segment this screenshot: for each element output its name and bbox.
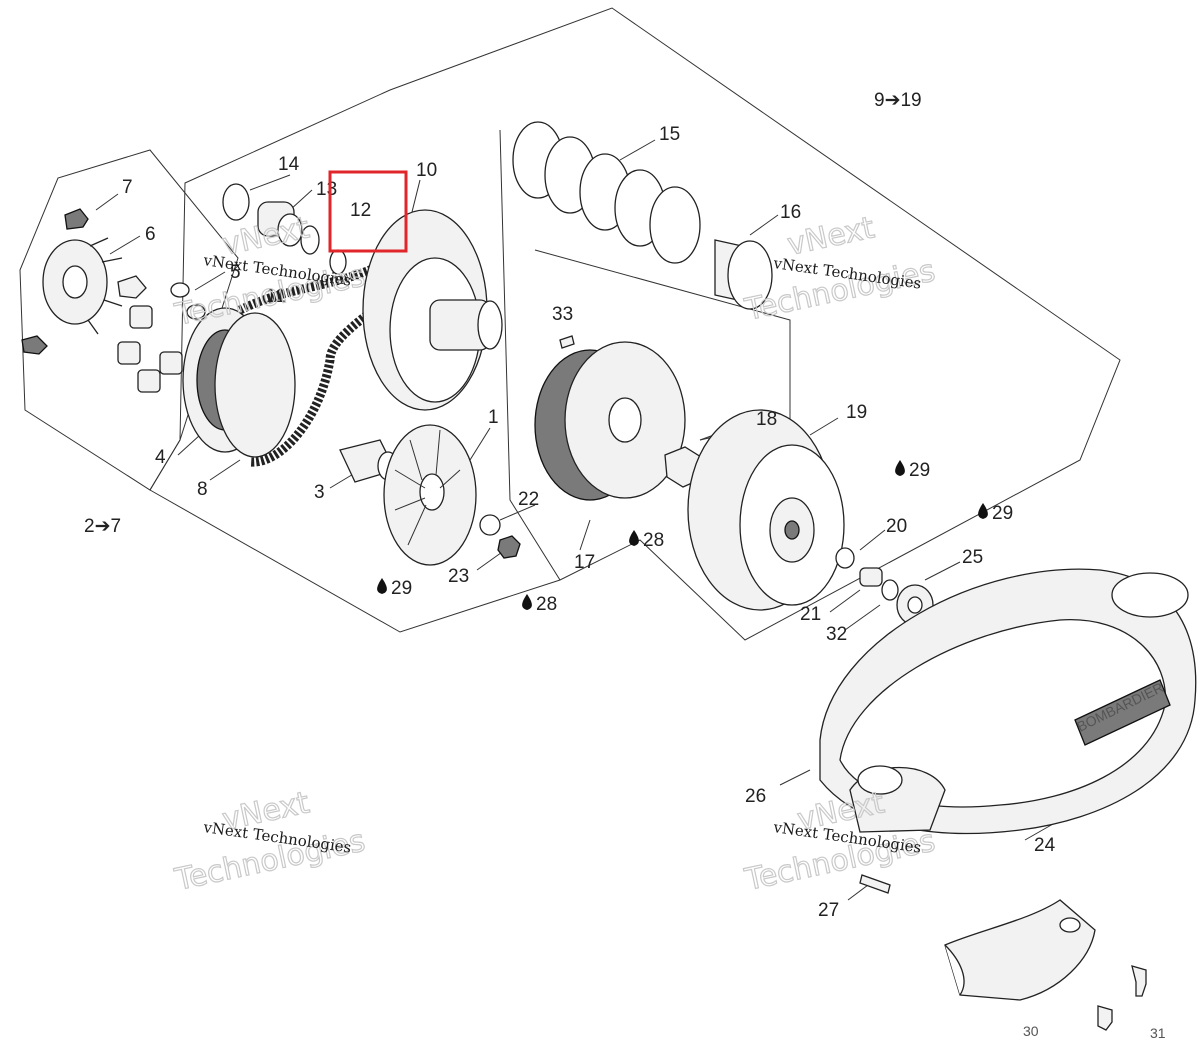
- oil-drop-icon: [522, 594, 532, 610]
- label-part-25: 25: [962, 547, 983, 568]
- label-part-7: 7: [122, 177, 133, 198]
- label-part-27: 27: [818, 900, 839, 921]
- label-part-5: 5: [230, 262, 241, 283]
- part-4-drive-pulley: [182, 307, 296, 458]
- part-5-guide: [117, 275, 147, 299]
- label-part-31: 31: [1150, 1025, 1166, 1041]
- part-13-bushing: [257, 201, 303, 247]
- part-21-bushing: [859, 567, 883, 587]
- part-20-washer: [835, 547, 855, 569]
- part-16-cup: [714, 239, 773, 310]
- label-lubricant-28: 28: [536, 594, 557, 615]
- label-lubricant-29: 29: [992, 503, 1013, 524]
- part-number-labels: 1 3 4 5 6 7 8 10 11 12 13 14 15 16 17 18…: [122, 124, 1166, 1041]
- part-33-shoe: [559, 335, 575, 349]
- label-lubricant-28: 28: [643, 530, 664, 551]
- part-10-driven-sheave: [362, 209, 503, 411]
- part-1-fan: [383, 424, 477, 566]
- label-part-33: 33: [552, 304, 573, 325]
- label-part-14: 14: [278, 154, 300, 175]
- lubricant-labels: 29 29 29 28 28: [391, 460, 1013, 615]
- part-31-bolt-a: [1131, 965, 1147, 997]
- part-11-seal: [300, 225, 320, 255]
- part-32-washer: [881, 579, 899, 601]
- label-part-3: 3: [314, 482, 325, 503]
- oil-drop-icon: [629, 530, 639, 546]
- part-17-clutch: [534, 341, 686, 501]
- label-part-4: 4: [155, 447, 166, 468]
- label-part-26: 26: [745, 786, 766, 807]
- part-rollers: [117, 282, 206, 393]
- part-24-cover: BOMBARDIER: [819, 568, 1197, 835]
- label-part-1: 1: [488, 407, 499, 428]
- part-31-bolt-b: [1097, 1005, 1113, 1031]
- part-27-bolt: [859, 874, 891, 894]
- label-part-20: 20: [886, 516, 907, 537]
- oil-drop-icon: [978, 503, 988, 519]
- part-6-ramp-plate: [42, 237, 123, 335]
- oil-drop-icons: [377, 460, 988, 610]
- label-part-22: 22: [518, 489, 539, 510]
- group-outline-9-19: [149, 7, 1121, 641]
- label-part-24: 24: [1034, 835, 1056, 856]
- label-lubricant-29: 29: [909, 460, 930, 481]
- label-part-6: 6: [145, 224, 156, 245]
- label-lubricant-29: 29: [391, 578, 412, 599]
- part-14-ring: [222, 183, 250, 221]
- label-part-19: 19: [846, 402, 867, 423]
- label-group-9-19: 9➔19: [874, 90, 922, 111]
- label-part-21: 21: [800, 604, 821, 625]
- label-part-10: 10: [416, 160, 437, 181]
- part-slider-lower: [21, 335, 48, 355]
- part-23-nut: [497, 535, 521, 559]
- part-30-duct: [944, 899, 1096, 1001]
- label-part-12: 12: [350, 200, 371, 221]
- oil-drop-icon: [377, 578, 387, 594]
- highlight-box-part-12[interactable]: [328, 170, 408, 253]
- part-7-slider: [64, 208, 89, 230]
- label-part-15: 15: [659, 124, 680, 145]
- label-part-17: 17: [574, 552, 595, 573]
- label-part-16: 16: [780, 202, 801, 223]
- group-outline-inner: [499, 129, 561, 581]
- label-part-11: 11: [266, 286, 286, 307]
- part-15-spring: [512, 121, 701, 264]
- part-19-drum: [687, 409, 845, 611]
- label-part-30: 30: [1023, 1023, 1039, 1039]
- label-part-8: 8: [197, 479, 208, 500]
- label-part-18: 18: [756, 409, 777, 430]
- label-part-23: 23: [448, 566, 469, 587]
- part-22-washer: [479, 514, 501, 536]
- label-part-13: 13: [316, 179, 337, 200]
- parts: BOMBARDIER: [21, 121, 1197, 1031]
- oil-drop-icon: [895, 460, 905, 476]
- label-part-32: 32: [826, 624, 847, 645]
- label-group-2-7: 2➔7: [84, 516, 121, 537]
